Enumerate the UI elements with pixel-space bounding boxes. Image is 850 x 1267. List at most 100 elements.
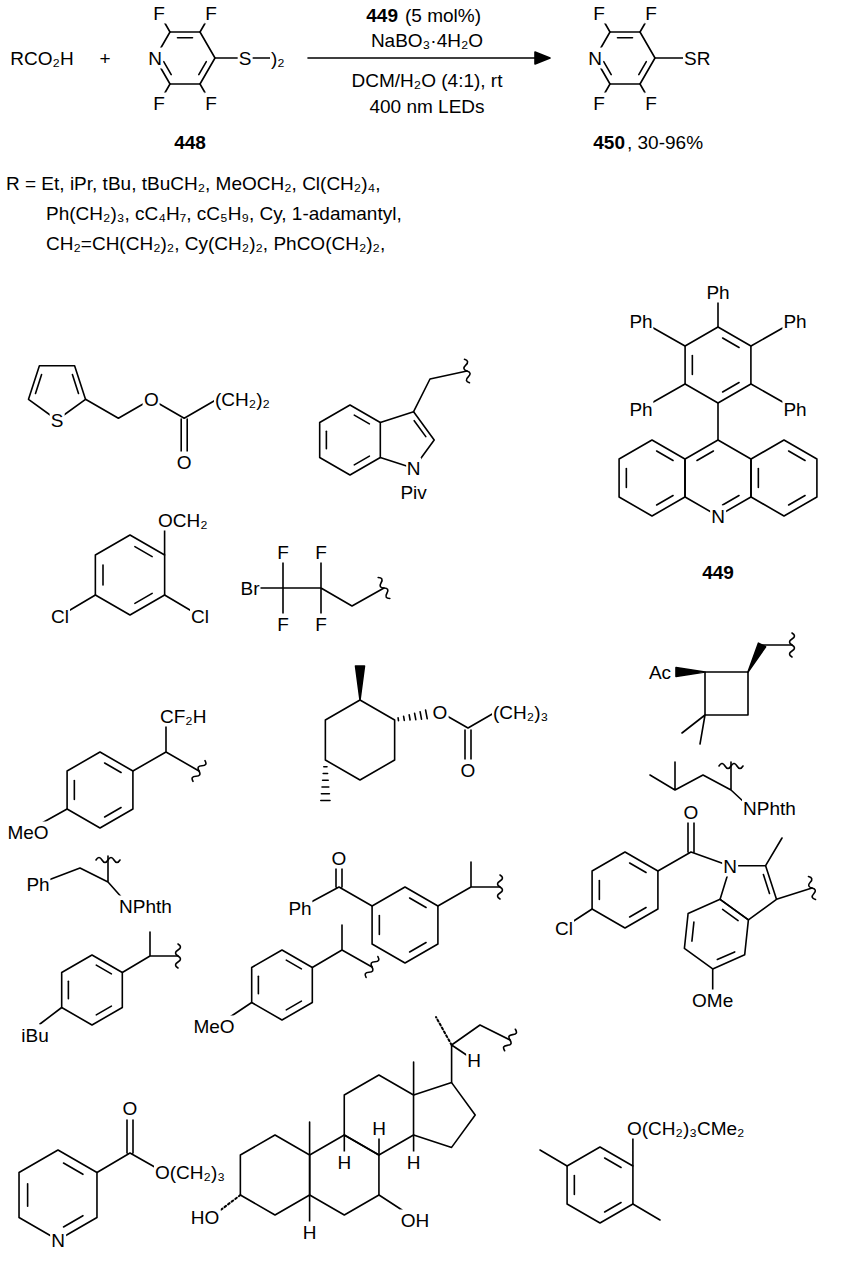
isobutylphenyl-group	[40, 932, 181, 1025]
bond-line	[310, 1062, 414, 1155]
bond-line	[230, 925, 372, 1017]
atom-label: H	[336, 1152, 352, 1173]
atom-label: O(CH₂)₃CMe₂	[626, 1118, 745, 1139]
bond-line	[155, 32, 215, 84]
atom-label: (CH₂)₂	[214, 389, 271, 410]
atom-label: F	[152, 3, 166, 24]
bond-line	[682, 645, 792, 744]
bond-line	[641, 292, 795, 440]
compound-number: 449	[365, 5, 399, 26]
bond-line	[67, 752, 133, 828]
atom-label: F	[204, 93, 218, 114]
bond-line	[321, 767, 330, 801]
atom-label: Ph	[705, 282, 730, 303]
atom-label: N	[722, 856, 738, 877]
bond-line	[462, 359, 472, 384]
compound-number: 450	[592, 132, 626, 153]
bond-line	[40, 932, 178, 1024]
formula-text: RCO₂H	[9, 48, 74, 69]
pyridyl-disulfide	[155, 13, 272, 103]
bond-line	[218, 1195, 240, 1212]
atom-label: F	[644, 93, 658, 114]
bond-line	[19, 13, 818, 1240]
bond-line	[685, 327, 751, 403]
atom-label: N	[147, 48, 163, 69]
atom-label: Br	[240, 578, 261, 599]
bond-line	[748, 643, 766, 672]
atom-label: N	[710, 506, 726, 527]
atom-label: N	[50, 1230, 66, 1251]
bond-line	[97, 1120, 160, 1173]
atom-label: Cl	[50, 606, 70, 627]
plus-sign: +	[98, 48, 111, 69]
bond-line	[325, 700, 394, 780]
atom-label: (CH₂)₃	[492, 702, 549, 723]
bond-line	[181, 419, 187, 453]
atom-label: Cl	[554, 918, 574, 939]
bond-line	[599, 13, 690, 103]
atom-label: F	[314, 542, 328, 563]
bond-line	[191, 759, 207, 782]
pyridyl-sulfide	[595, 13, 690, 103]
bond-line	[535, 52, 550, 64]
atom-label: iBu	[20, 1025, 49, 1046]
bond-line	[790, 633, 795, 657]
atom-label: O	[176, 452, 193, 473]
atom-label: H	[466, 1050, 482, 1071]
substituent-list: CH₂=CH(CH₂)₂, Cy(CH₂)₂, PhCO(CH₂)₂,	[45, 233, 386, 254]
nicotinate-group	[19, 1120, 160, 1240]
atom-label: Piv	[399, 482, 427, 503]
bond-line	[650, 762, 745, 803]
steroid-skeleton	[218, 1017, 518, 1224]
bond-line	[310, 1135, 414, 1224]
reaction-arrow	[308, 52, 550, 64]
bond-line	[697, 451, 739, 505]
atom-label: Ph	[782, 311, 807, 332]
atom-label: F	[592, 93, 606, 114]
bond-line	[692, 909, 738, 959]
bond-line	[705, 672, 748, 715]
atom-label: Ph	[25, 874, 50, 895]
bond-line	[376, 576, 392, 599]
bond-line	[240, 1135, 309, 1215]
acridine-catalyst	[619, 292, 817, 516]
atom-label: Ac	[648, 662, 672, 683]
bond-line	[300, 862, 500, 908]
atom-label: O	[432, 702, 449, 723]
atom-label: F	[644, 3, 658, 24]
atom-label: HO	[190, 1207, 221, 1228]
atom-label: H	[371, 1118, 387, 1139]
formula-text: , 30-96%	[626, 132, 704, 153]
substituent-list: R = Et, iPr, tBu, tBuCH₂, MeOCH₂, Cl(CH₂…	[5, 173, 382, 194]
atom-label: )₂	[270, 48, 286, 69]
benzoylphenyl-group	[300, 862, 503, 963]
compound-number: 448	[173, 132, 207, 153]
atom-label: OCH₂	[157, 510, 209, 531]
bond-line	[372, 887, 438, 963]
thienyl-ester	[29, 366, 218, 453]
atom-label: H	[302, 1222, 318, 1243]
bond-line	[398, 710, 427, 721]
atom-label: MeO	[6, 822, 49, 843]
atom-label: O(CH₂)₃	[154, 1162, 226, 1183]
bond-line	[96, 858, 120, 863]
bond-line	[356, 666, 365, 700]
atom-label: S	[238, 48, 253, 69]
cyclobutyl-group	[676, 633, 795, 744]
bond-line	[498, 875, 503, 899]
dimethylphenoxy-group	[540, 1138, 660, 1223]
phthalimido-benzyl-group	[38, 856, 124, 900]
bond-line	[42, 724, 199, 823]
atom-label: MeO	[192, 1016, 235, 1037]
bond-line	[436, 1017, 452, 1045]
atom-label: N	[406, 458, 422, 479]
atom-label: SR	[683, 48, 711, 69]
compound-number: 449	[701, 562, 735, 583]
bond-line	[567, 1147, 633, 1223]
atom-label: Ph	[628, 399, 653, 420]
bond-line	[719, 764, 743, 769]
bond-line	[502, 1028, 517, 1052]
bond-line	[252, 950, 313, 1020]
atom-label: O	[331, 848, 348, 869]
